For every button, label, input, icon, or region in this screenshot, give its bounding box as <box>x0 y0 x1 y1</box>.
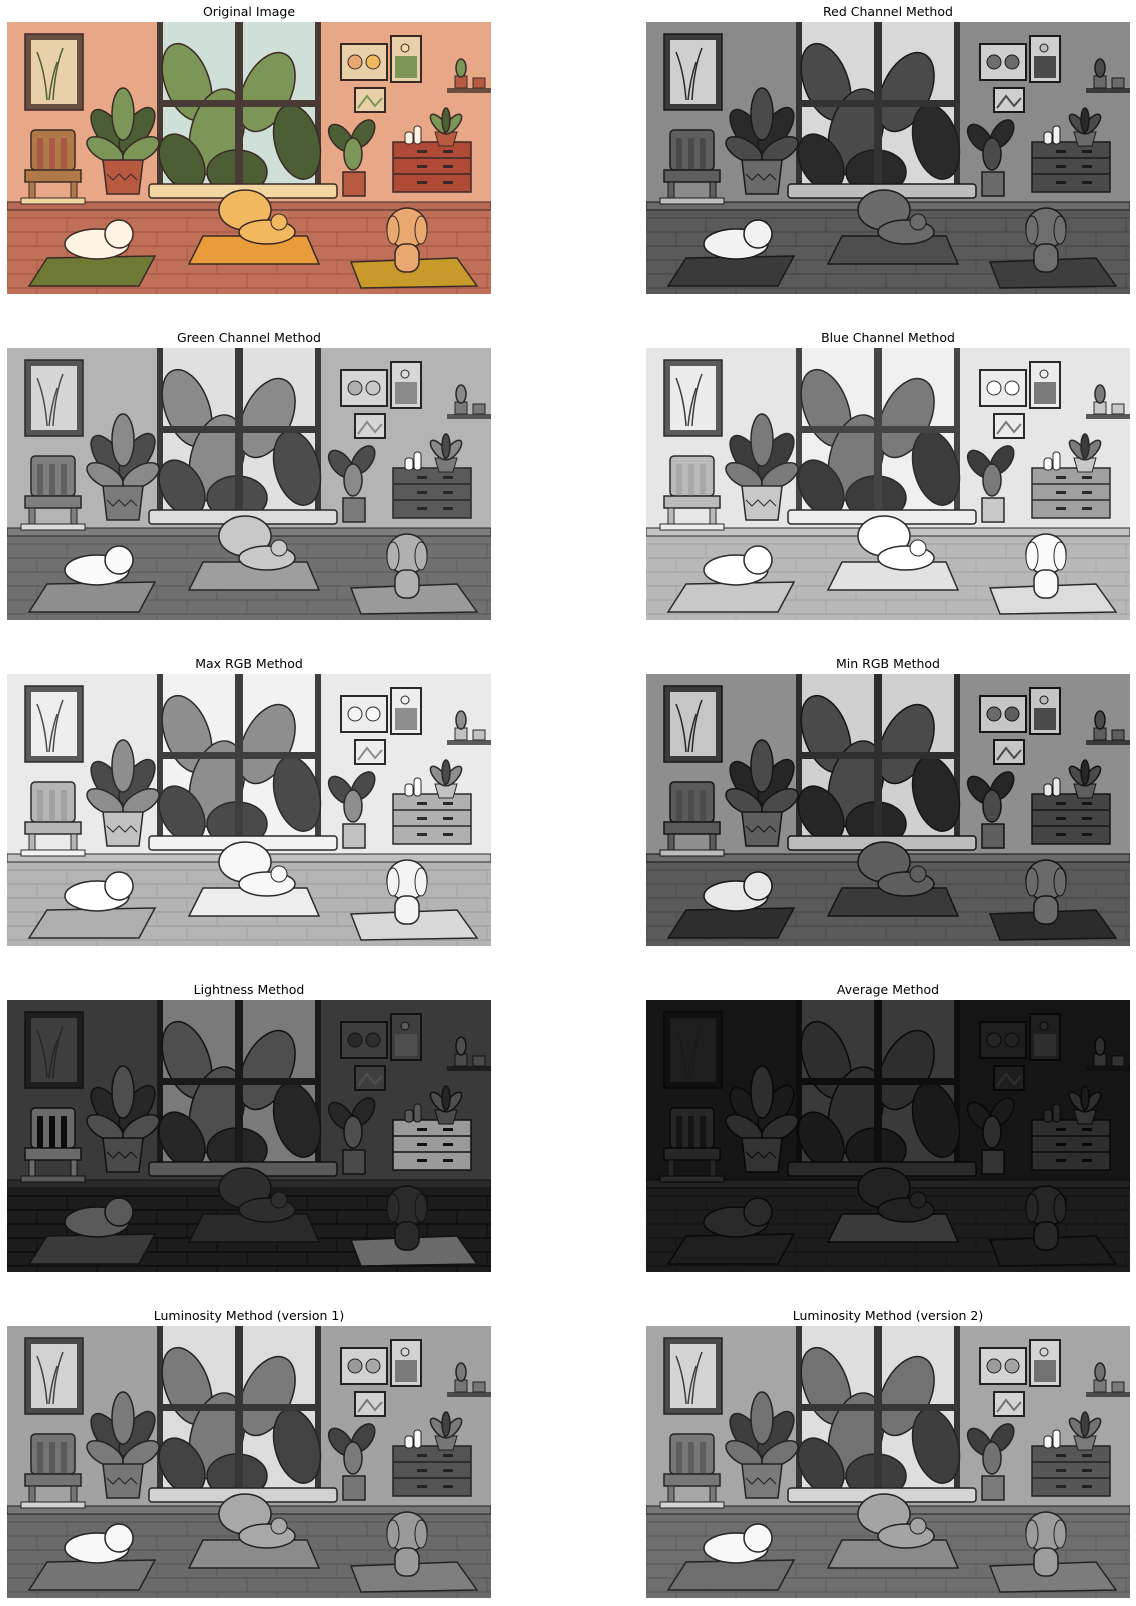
panel-lightness: Lightness Method <box>7 980 491 1272</box>
panel-title: Lightness Method <box>193 982 305 997</box>
scene-image <box>646 674 1130 946</box>
panel-max-rgb: Max RGB Method <box>7 654 491 946</box>
panel-red-channel: Red Channel Method <box>646 2 1130 294</box>
scene-image <box>7 348 491 620</box>
panel-original: Original Image <box>7 2 491 294</box>
panel-blue-channel: Blue Channel Method <box>646 328 1130 620</box>
panel-title: Luminosity Method (version 1) <box>153 1308 345 1323</box>
panel-title: Original Image <box>202 4 296 19</box>
panel-min-rgb: Min RGB Method <box>646 654 1130 946</box>
scene-image <box>7 1326 491 1598</box>
panel-luminosity-v2: Luminosity Method (version 2) <box>646 1306 1130 1598</box>
scene-image <box>646 348 1130 620</box>
scene-image <box>7 22 491 294</box>
panel-title: Min RGB Method <box>836 656 940 671</box>
scene-image <box>7 674 491 946</box>
scene-image <box>646 22 1130 294</box>
panel-green-channel: Green Channel Method <box>7 328 491 620</box>
panel-title: Blue Channel Method <box>821 330 955 345</box>
scene-image <box>646 1326 1130 1598</box>
panel-luminosity-v1: Luminosity Method (version 1) <box>7 1306 491 1598</box>
panel-title: Max RGB Method <box>195 656 303 671</box>
panel-title: Luminosity Method (version 2) <box>792 1308 984 1323</box>
scene-image <box>646 1000 1130 1272</box>
panel-title: Green Channel Method <box>176 330 321 345</box>
scene-image <box>7 1000 491 1272</box>
panel-title: Red Channel Method <box>823 4 953 19</box>
panel-title: Average Method <box>836 982 940 997</box>
panel-average: Average Method <box>646 980 1130 1272</box>
